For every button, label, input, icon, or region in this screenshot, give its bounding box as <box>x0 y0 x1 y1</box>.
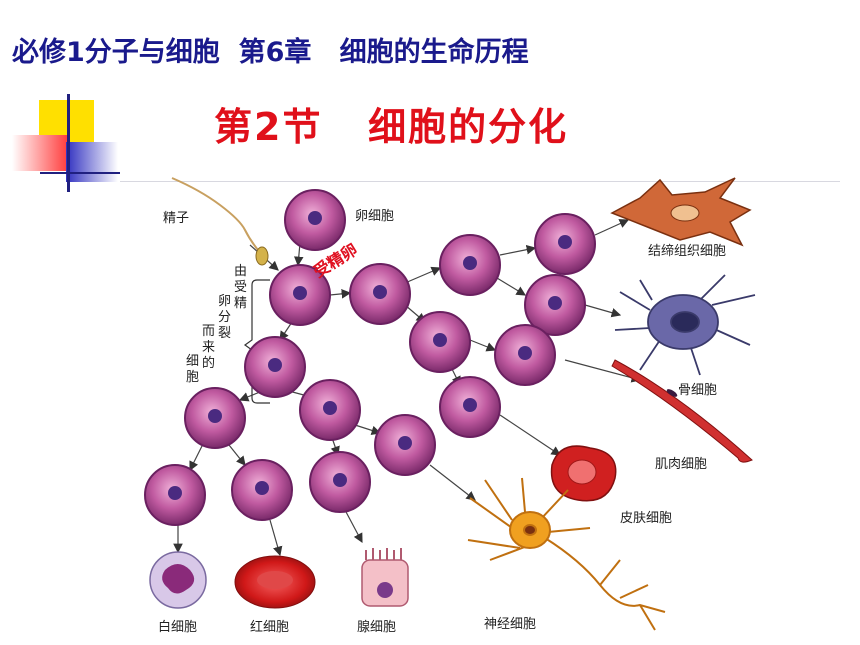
section-title: 第2节 细胞的分化 <box>214 105 569 149</box>
label-skin: 皮肤细胞 <box>620 511 672 526</box>
label-egg: 卵细胞 <box>355 209 394 224</box>
label-rbc: 红细胞 <box>250 619 289 635</box>
label-nerve: 神经细胞 <box>484 617 536 632</box>
cell <box>534 213 596 275</box>
label-gland: 腺细胞 <box>357 620 396 635</box>
white-blood-cell <box>149 551 207 609</box>
sperm-head <box>255 246 269 266</box>
cell <box>494 324 556 386</box>
cell <box>439 376 501 438</box>
cell <box>244 336 306 398</box>
cells <box>144 189 596 526</box>
label-bone: 骨细胞 <box>678 383 717 398</box>
course-header: 必修1分子与细胞 第6章 细胞的生命历程 <box>12 37 529 68</box>
cell <box>349 263 411 325</box>
cell <box>144 464 206 526</box>
label-connective: 结缔组织细胞 <box>648 243 726 259</box>
muscle-cell <box>611 359 753 463</box>
sperm-tail <box>171 177 259 251</box>
bone-cell <box>614 274 756 376</box>
cell <box>231 459 293 521</box>
cell <box>409 311 471 373</box>
connective-tissue-cell <box>610 177 752 247</box>
cell <box>184 387 246 449</box>
cell <box>439 234 501 296</box>
nerve-cell <box>467 477 666 631</box>
decor-divider-line <box>120 181 840 182</box>
zygote-cell <box>269 264 331 326</box>
arrows <box>173 219 642 557</box>
label-sperm: 精子 <box>163 211 189 226</box>
egg-cell <box>284 189 346 251</box>
cell <box>524 274 586 336</box>
brace <box>243 279 270 404</box>
cell <box>309 451 371 513</box>
decor-vertical-line <box>67 94 70 192</box>
division-note: 由受精卵分裂而来的细胞 <box>186 264 247 385</box>
cell <box>299 379 361 441</box>
label-wbc: 白细胞 <box>158 619 197 635</box>
cell <box>374 414 436 476</box>
label-division-note: 由受精卵分裂而来的细胞 <box>186 264 247 385</box>
gland-cell <box>361 548 409 607</box>
red-blood-cell <box>234 555 316 609</box>
label-muscle: 肌肉细胞 <box>655 457 707 472</box>
decor-blue-bar <box>66 142 118 182</box>
decor-horizontal-line <box>40 172 120 174</box>
decor-red-bar <box>12 135 67 171</box>
skin-cell <box>550 445 617 502</box>
